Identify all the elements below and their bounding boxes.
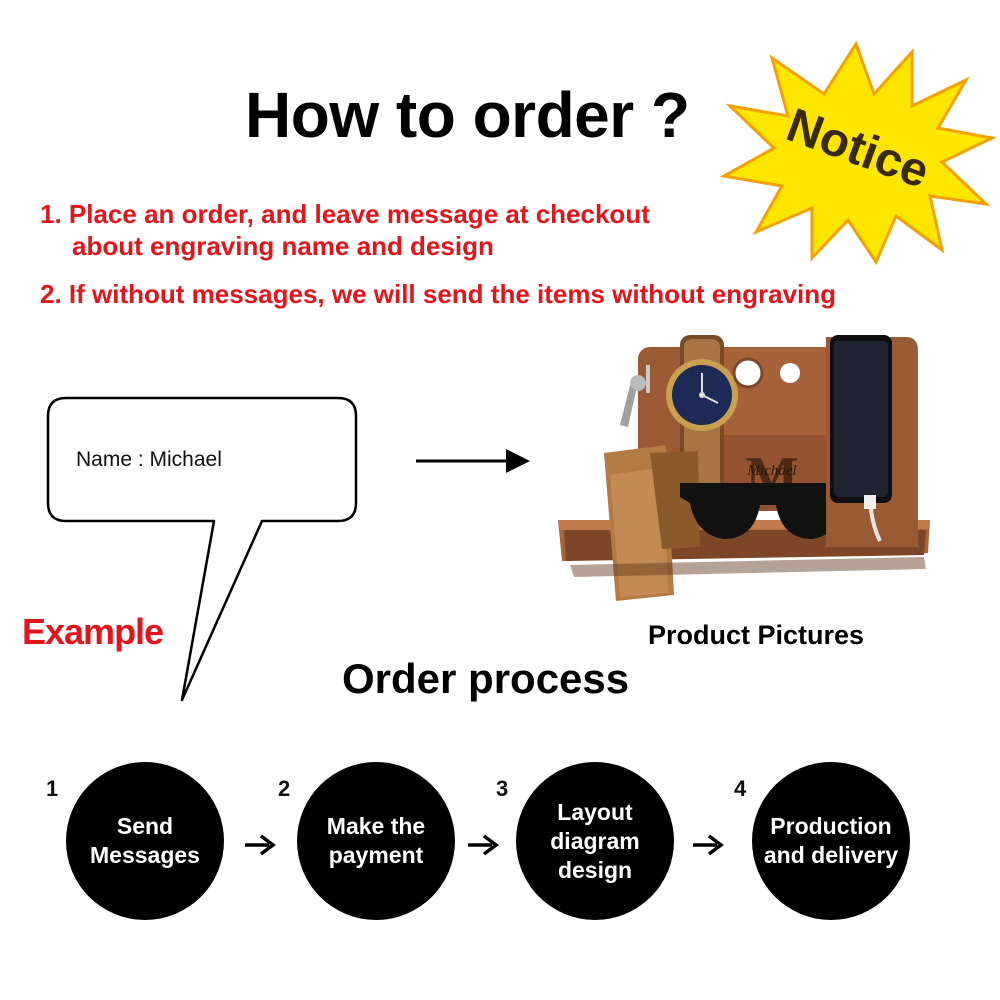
order-process-title: Order process (342, 655, 630, 702)
step-4-circle: Production and delivery (752, 762, 910, 920)
example-label: Example (22, 611, 164, 652)
step-3-circle: Layout diagram design (516, 762, 674, 920)
step-3-number: 3 (496, 776, 509, 801)
step-arrow-icon (468, 834, 499, 856)
step-4-number: 4 (734, 776, 747, 801)
speech-bubble (46, 396, 358, 702)
step-4-label: Production and delivery (763, 813, 899, 868)
step-1-circle: Send Messages (66, 762, 224, 920)
step-2-number: 2 (278, 776, 291, 801)
step-1-label: Send Messages (90, 813, 200, 868)
burst-shape (719, 40, 996, 266)
engraving-name: Michael (746, 463, 796, 479)
step-1-number: 1 (46, 776, 59, 801)
page-title: How to order ? (245, 79, 690, 151)
product-caption: Product Pictures (648, 620, 865, 650)
notice-burst-badge: Notice (719, 40, 996, 266)
rule-1: 1. Place an order, and leave message at … (40, 199, 650, 229)
step-2-circle: Make the payment (297, 762, 455, 920)
bubble-name-text: Name : Michael (76, 448, 222, 471)
step-arrow-icon (693, 834, 724, 856)
arrow-right-icon (416, 449, 530, 473)
step-arrow-icon (245, 834, 276, 856)
rule-2: 2. If without messages, we will send the… (40, 279, 837, 309)
step-3-label: Layout diagram design (550, 798, 640, 883)
rule-1-continued: about engraving name and design (72, 231, 494, 261)
product-image-docking-station: M Michael (558, 335, 930, 601)
step-2-label: Make the payment (326, 813, 426, 868)
